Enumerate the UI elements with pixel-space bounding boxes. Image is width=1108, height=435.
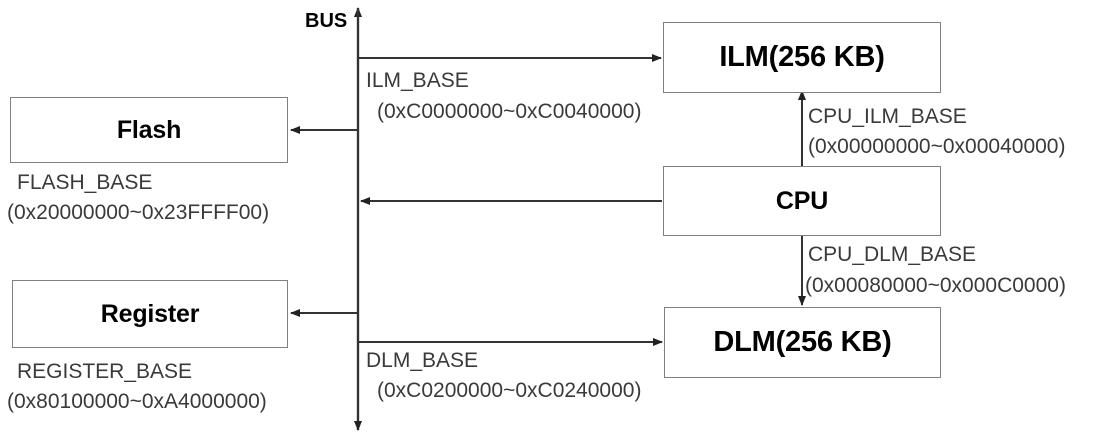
label-ilm-range: (0xC0000000~0xC0040000) <box>377 100 642 123</box>
label-dlm-base: DLM_BASE <box>366 349 479 372</box>
node-register[interactable]: Register <box>12 280 288 348</box>
node-dlm-label: DLM(256 KB) <box>713 326 892 358</box>
label-register-range: (0x80100000~0xA4000000) <box>7 390 267 413</box>
label-register-base: REGISTER_BASE <box>17 360 193 383</box>
node-cpu-label: CPU <box>775 186 829 215</box>
label-flash-base: FLASH_BASE <box>17 171 153 194</box>
node-ilm[interactable]: ILM(256 KB) <box>663 22 941 93</box>
label-dlm-range: (0xC0200000~0xC0240000) <box>377 379 642 402</box>
label-ilm-base: ILM_BASE <box>366 69 469 92</box>
node-ilm-label: ILM(256 KB) <box>719 41 885 73</box>
node-register-label: Register <box>100 299 200 328</box>
node-dlm[interactable]: DLM(256 KB) <box>664 307 941 378</box>
label-cpu-ilm-range: (0x00000000~0x00040000) <box>808 135 1066 158</box>
node-flash-label: Flash <box>116 115 182 144</box>
bus-label: BUS <box>305 10 348 32</box>
label-cpu-dlm-base: CPU_DLM_BASE <box>808 243 977 266</box>
label-cpu-dlm-range: (0x00080000~0x000C0000) <box>805 274 1066 297</box>
node-flash[interactable]: Flash <box>10 97 288 163</box>
label-cpu-ilm-base: CPU_ILM_BASE <box>808 105 967 128</box>
node-cpu[interactable]: CPU <box>663 166 941 236</box>
label-flash-range: (0x20000000~0x23FFFF00) <box>7 201 270 224</box>
